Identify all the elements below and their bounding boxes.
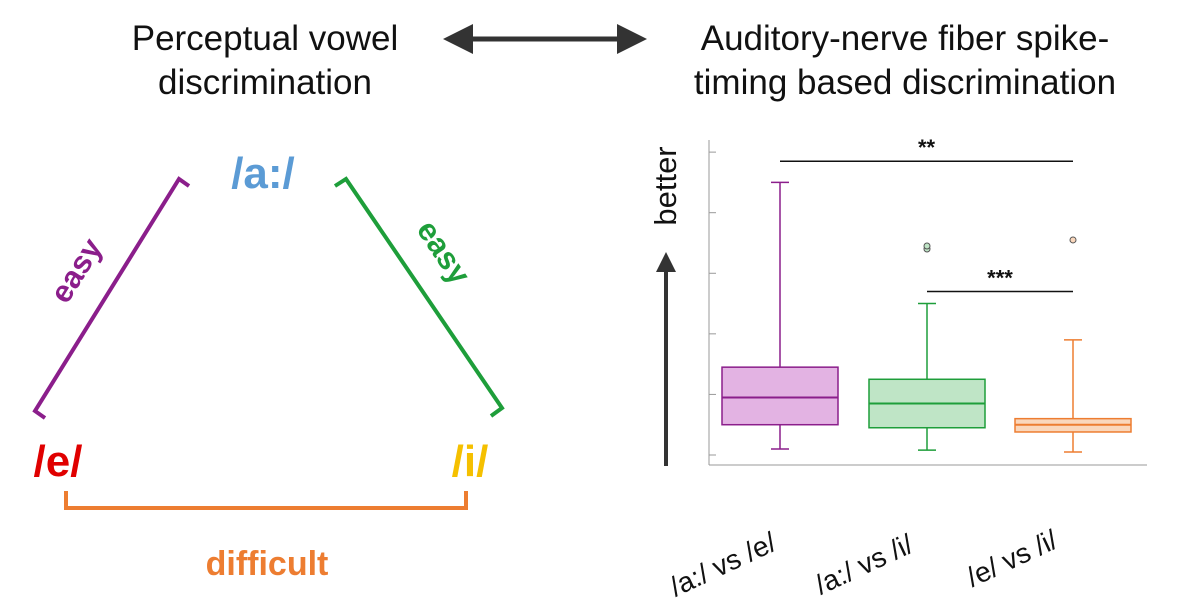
significance-label: **: [918, 135, 936, 160]
x-tick-labels: /a:/ vs /e/ /a:/ vs /i/ /e/ vs /i/: [665, 524, 1062, 603]
x-tick-label: /a:/ vs /i/: [810, 528, 918, 600]
bottom-side-bracket: [64, 491, 468, 510]
iqr-box: [721, 366, 839, 426]
box-2: [868, 242, 986, 451]
box-series: [721, 181, 1132, 453]
left-title-line1: Perceptual vowel: [132, 19, 399, 58]
vowel-e-label: /e/: [34, 437, 83, 486]
x-tick-label: /a:/ vs /e/: [665, 526, 781, 602]
y-axis-label: better: [648, 146, 683, 225]
left-title-line2: discrimination: [158, 63, 372, 102]
left-side-bracket: [32, 176, 191, 420]
right-side-label: easy: [410, 214, 478, 291]
right-side-bracket: [333, 176, 505, 418]
x-tick-label: /e/ vs /i/: [962, 524, 1063, 593]
right-title-line1: Auditory-nerve fiber spike-: [701, 19, 1110, 58]
vowel-i-label: /i/: [452, 437, 489, 486]
significance-label: ***: [987, 265, 1013, 290]
right-title-line2: timing based discrimination: [694, 63, 1116, 102]
bottom-side-label: difficult: [206, 545, 329, 583]
significance-markers: *****: [780, 135, 1073, 293]
box-1: [721, 181, 839, 450]
box-3: [1014, 236, 1132, 453]
outlier-point: [1069, 236, 1077, 244]
boxplot-chart: better ***** /a:/ vs /e//a:/ vs /i//e/ v…: [648, 135, 1147, 602]
y-ticks: [709, 151, 716, 456]
left-side-label: easy: [43, 231, 110, 309]
vowel-triangle: /a:/ /e/ /i/ easy easy difficult: [32, 149, 505, 583]
vowel-a-label: /a:/: [231, 149, 295, 198]
outlier-point: [923, 242, 931, 250]
